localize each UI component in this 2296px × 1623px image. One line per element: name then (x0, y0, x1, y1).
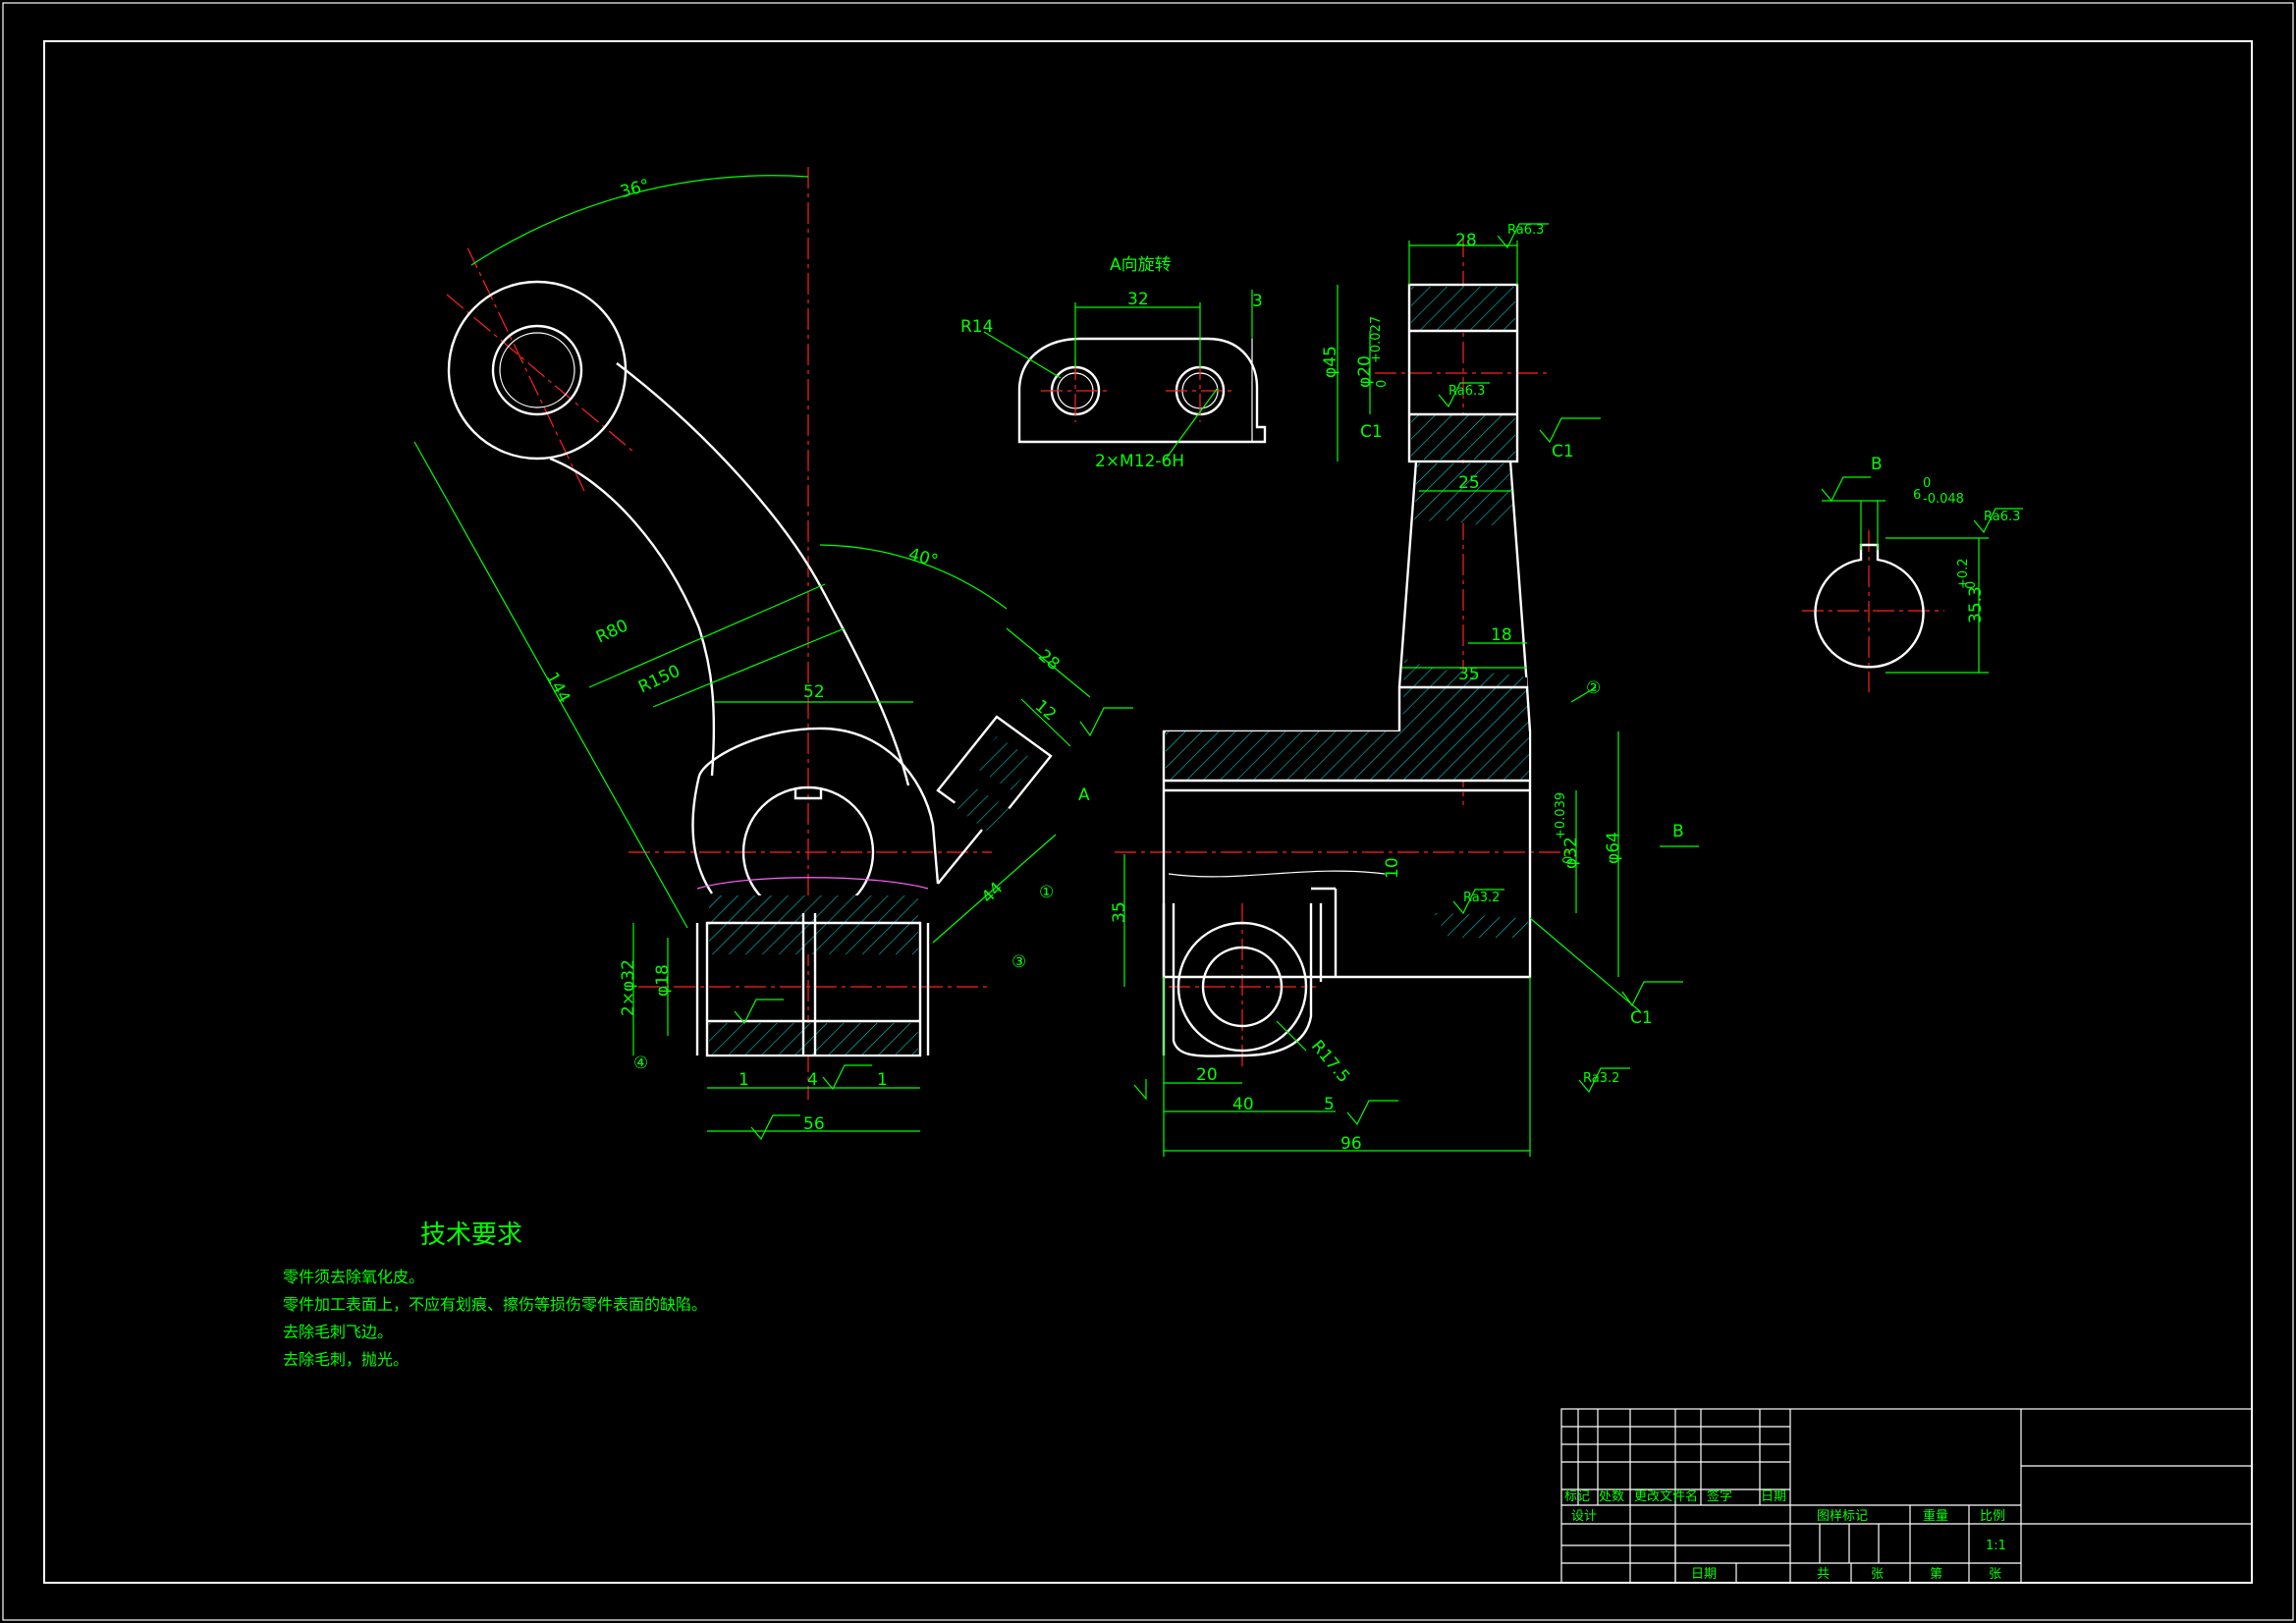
dim-35-top-label: 35 (1458, 665, 1480, 684)
arrow-b-label: B (1672, 822, 1684, 841)
phi32-tol-lower: 0 (1561, 856, 1576, 864)
tb-header-date: 日期 (1761, 1489, 1786, 1504)
dim-12-label: 12 (1031, 696, 1060, 725)
dim-32-label: 32 (1127, 290, 1149, 309)
view-a-title: A向旋转 (1110, 255, 1172, 275)
phi20-label: φ20 (1355, 355, 1375, 388)
tb-scale-label: 比例 (1980, 1509, 2005, 1524)
dim-1-left-label: 1 (738, 1070, 749, 1090)
title-block: 标记 处数 更改文件名 签字 日期 设计 日期 图样标记 重量 比例 1:1 共… (1560, 1408, 2253, 1584)
depth-tol-lower: 0 (1964, 581, 1979, 589)
side-dim-28-label: 28 (1455, 231, 1477, 250)
dim-4-label: 4 (807, 1070, 818, 1090)
tb-weight: 重量 (1923, 1508, 1948, 1524)
inner-frame (43, 40, 2253, 1584)
r175-label: R17.5 (1307, 1037, 1353, 1087)
phi45-label: φ45 (1321, 346, 1340, 378)
tech-req-item-1: 零件须去除氧化皮。 (283, 1268, 424, 1286)
balloon-4: ④ (633, 1054, 648, 1073)
key-width-tol-lower: -0.048 (1923, 492, 1964, 507)
dim-25-label: 25 (1458, 473, 1480, 493)
dim-40-label: 40 (1232, 1095, 1254, 1114)
dim-1-right-label: 1 (877, 1070, 888, 1090)
tb-total: 共 (1817, 1567, 1830, 1582)
depth-tol-upper: +0.2 (1956, 558, 1971, 589)
phi32-label: φ32 (1561, 837, 1581, 869)
tech-req-title: 技术要求 (420, 1220, 522, 1250)
dim-28-label: 28 (1034, 646, 1063, 675)
depth-label: 35.3 (1966, 586, 1986, 623)
tb-stage-marks: 图样标记 (1817, 1509, 1868, 1524)
balloon-2: ② (1586, 678, 1601, 698)
dim-3-label: 3 (1252, 292, 1263, 311)
r150-label: R150 (635, 662, 683, 698)
angle-40-label: 40° (906, 545, 940, 571)
c1-right-label: C1 (1552, 442, 1574, 461)
dim-96-label: 96 (1340, 1134, 1362, 1154)
dim-phi18-label: φ18 (653, 964, 673, 997)
tb-header-sign: 签字 (1707, 1488, 1732, 1504)
dim-44-label: 44 (978, 879, 1007, 907)
dim-52-label: 52 (803, 682, 825, 702)
dim-20-label: 20 (1196, 1065, 1218, 1085)
tb-date: 日期 (1691, 1567, 1717, 1582)
phi20-tol-upper: +0.027 (1369, 316, 1384, 363)
angle-36-label: 36° (618, 176, 651, 202)
front-view: 36° 40° 144 R80 R150 52 28 12 44 A 2×φ32… (413, 167, 1133, 1141)
dim-144-label: 144 (541, 669, 574, 706)
tb-sheets: 张 (1871, 1567, 1884, 1582)
key-width-label: 6 (1913, 488, 1921, 503)
tb-header-mark: 标记 (1564, 1489, 1590, 1504)
tb-scale-value: 1:1 (1986, 1539, 2006, 1553)
tech-req-item-3: 去除毛刺飞边。 (283, 1323, 393, 1341)
dim-5-label: 5 (1324, 1095, 1335, 1114)
technical-requirements: 技术要求 零件须去除氧化皮。 零件加工表面上，不应有划痕、擦伤等损伤零件表面的缺… (283, 1220, 707, 1369)
phi32-tol-upper: +0.039 (1554, 792, 1568, 839)
dim-10-label: 10 (1383, 857, 1402, 879)
tb-sheet: 张 (1989, 1567, 2001, 1582)
view-b: B 6 0 -0.048 35.3 +0.2 0 Ra6.3 (1802, 455, 2023, 692)
thread-label: 2×M12-6H (1095, 452, 1184, 471)
view-b-label: B (1871, 455, 1883, 474)
tb-sheet-no: 第 (1930, 1567, 1942, 1582)
tb-header-file: 更改文件名 (1634, 1488, 1698, 1504)
ra32-bottom-label: Ra3.2 (1583, 1071, 1619, 1086)
phi20-tol-lower: 0 (1375, 380, 1390, 388)
side-view: 28 Ra6.3 φ45 φ20 +0.027 0 Ra6.3 C1 C1 25… (1110, 223, 1699, 1157)
balloon-3: ③ (1011, 952, 1026, 972)
c1-bottom-label: C1 (1630, 1008, 1653, 1028)
dim-35-left-label: 35 (1110, 901, 1129, 923)
tb-design: 设计 (1571, 1509, 1597, 1524)
tb-header-count: 处数 (1599, 1489, 1624, 1504)
c1-left-label: C1 (1360, 422, 1383, 442)
dim-56-label: 56 (803, 1114, 825, 1134)
r14-label: R14 (960, 317, 993, 337)
view-a: A向旋转 32 R14 3 2×M12-6H (960, 255, 1267, 471)
key-width-tol-upper: 0 (1923, 476, 1931, 491)
dim-2phi32-label: 2×φ32 (619, 959, 638, 1016)
arrow-a-label: A (1078, 785, 1090, 805)
tech-req-item-4: 去除毛刺，抛光。 (283, 1350, 409, 1369)
r80-label: R80 (593, 616, 631, 647)
phi64-label: φ64 (1604, 832, 1623, 864)
ra-top-label: Ra6.3 (1507, 223, 1544, 238)
balloon-1: ① (1039, 883, 1054, 902)
tech-req-item-2: 零件加工表面上，不应有划痕、擦伤等损伤零件表面的缺陷。 (283, 1295, 707, 1314)
dim-18-label: 18 (1491, 625, 1512, 645)
